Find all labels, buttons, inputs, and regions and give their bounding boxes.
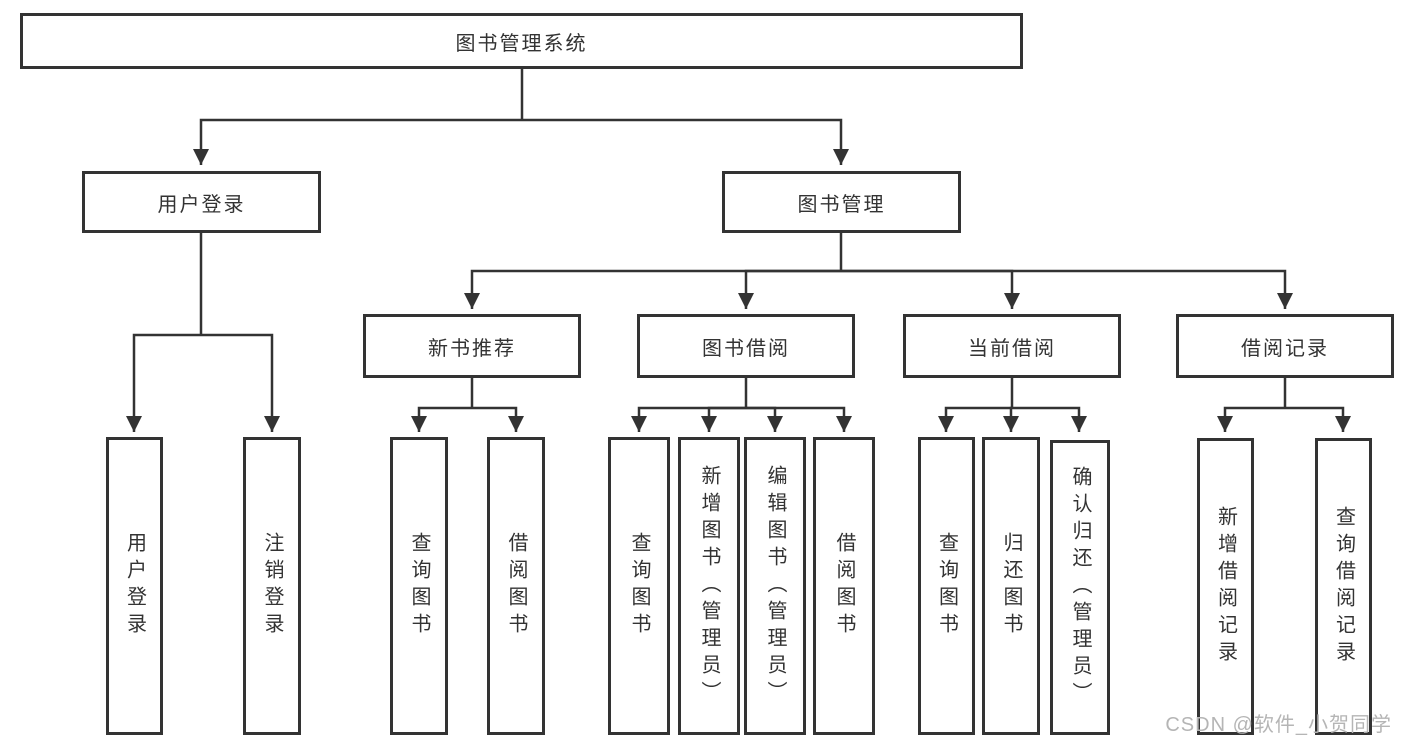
node-book-borrow: 图书借阅 xyxy=(637,314,855,378)
leaf-query-books-recommend: 查询图书 xyxy=(390,437,448,735)
leaf-borrow-books-recommend: 借阅图书 xyxy=(487,437,545,735)
node-book-management: 图书管理 xyxy=(722,171,961,233)
node-borrow-records: 借阅记录 xyxy=(1176,314,1394,378)
leaf-user-login: 用户登录 xyxy=(106,437,163,735)
csdn-watermark: CSDN @软件_小贺同学 xyxy=(1165,714,1392,736)
leaf-query-borrow-record: 查询借阅记录 xyxy=(1315,438,1372,735)
leaf-query-books-borrow: 查询图书 xyxy=(608,437,670,735)
leaf-return-books: 归还图书 xyxy=(982,437,1040,735)
leaf-query-books-current: 查询图书 xyxy=(918,437,975,735)
leaf-confirm-return-admin: 确认归还（管理员） xyxy=(1050,440,1110,735)
leaf-add-borrow-record: 新增借阅记录 xyxy=(1197,438,1254,735)
leaf-edit-book-admin: 编辑图书（管理员） xyxy=(744,437,806,735)
leaf-add-book-admin: 新增图书（管理员） xyxy=(678,437,740,735)
leaf-borrow-books: 借阅图书 xyxy=(813,437,875,735)
leaf-logout: 注销登录 xyxy=(243,437,301,735)
node-user-login: 用户登录 xyxy=(82,171,321,233)
node-new-book-recommend: 新书推荐 xyxy=(363,314,581,378)
node-root: 图书管理系统 xyxy=(20,13,1023,69)
node-current-borrow: 当前借阅 xyxy=(903,314,1121,378)
